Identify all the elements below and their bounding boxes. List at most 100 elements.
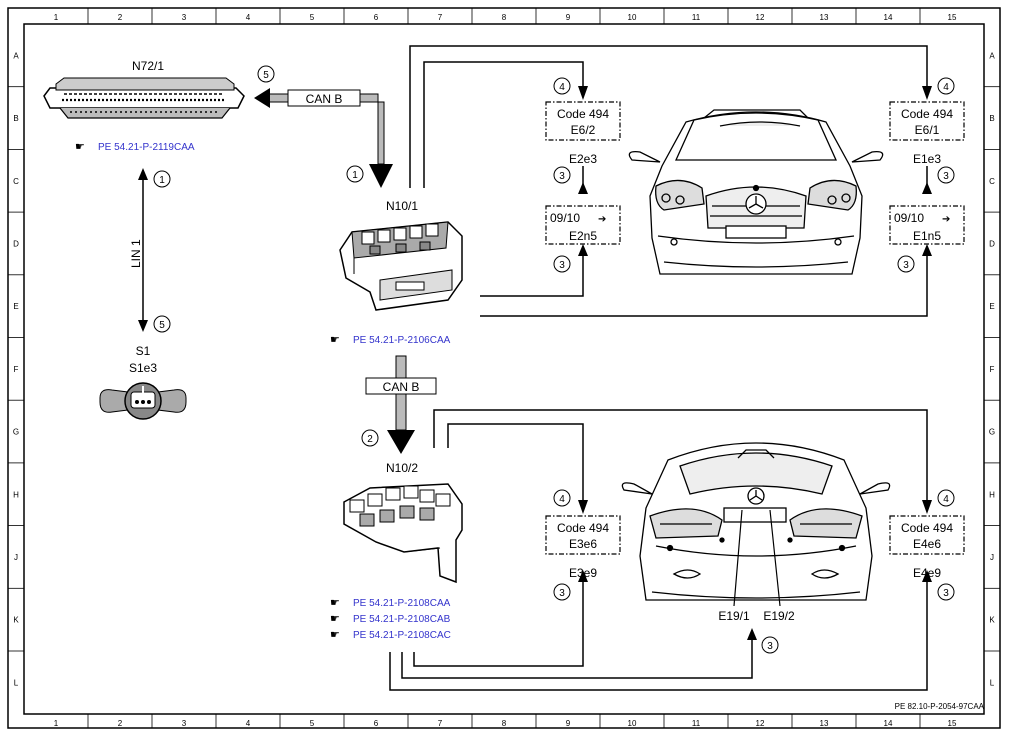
e19-1-label: E19/1 xyxy=(718,609,750,623)
marker-number: 2 xyxy=(367,434,373,445)
e2e3-label: E2e3 xyxy=(569,152,597,166)
pe-link-icon: ☛ xyxy=(330,613,340,625)
box-e6-2-name: E6/2 xyxy=(571,123,596,137)
grid-col-label: 7 xyxy=(438,13,443,22)
grid-col-label: 13 xyxy=(820,719,829,728)
wires-front xyxy=(409,45,928,317)
grid-col-label: 6 xyxy=(374,13,379,22)
box-e1n5-arrow-icon: ➔ xyxy=(942,214,950,225)
marker-circle xyxy=(937,166,955,184)
n72-label: N72/1 xyxy=(132,59,164,73)
box-e6-1 xyxy=(889,101,965,141)
marker-number: 3 xyxy=(559,171,565,182)
marker-number: 5 xyxy=(263,70,269,81)
grid-row-label: J xyxy=(990,553,994,562)
grid-labels: 1122334455667788991010111112121313141415… xyxy=(8,8,1000,728)
pe-link-icon: ☛ xyxy=(75,141,85,153)
marker-circle xyxy=(937,489,955,507)
marker-number: 4 xyxy=(943,494,949,505)
grid-col-label: 8 xyxy=(502,13,507,22)
box-e2n5-arrow-icon: ➔ xyxy=(598,214,606,225)
marker-circle xyxy=(257,65,275,83)
grid-row-label: E xyxy=(13,302,18,311)
marker-circle xyxy=(937,77,955,95)
grid-row-label: L xyxy=(990,678,995,687)
marker-number: 3 xyxy=(559,588,565,599)
marker-number: 5 xyxy=(159,320,165,331)
box-e6-2 xyxy=(545,101,621,141)
marker-number: 1 xyxy=(159,175,165,186)
marker-number: 4 xyxy=(559,82,565,93)
n10-2-ref-link-3[interactable]: PE 54.21-P-2108CAC xyxy=(353,630,451,641)
box-e2n5-date: 09/10 xyxy=(550,211,580,225)
marker-number: 3 xyxy=(943,588,949,599)
grid-col-label: 13 xyxy=(820,13,829,22)
grid-col-label: 10 xyxy=(628,719,637,728)
marker-number: 4 xyxy=(943,82,949,93)
grid-row-label: A xyxy=(13,51,19,60)
marker-circle xyxy=(553,166,571,184)
box-e4e6-name: E4e6 xyxy=(913,537,941,551)
marker-number: 3 xyxy=(559,260,565,271)
marker-circle xyxy=(153,170,171,188)
grid-col-label: 1 xyxy=(54,13,59,22)
grid-row-label: E xyxy=(989,302,994,311)
grid-col-label: 14 xyxy=(884,13,893,22)
box-e2n5 xyxy=(545,205,621,245)
marker-number: 3 xyxy=(903,260,909,271)
n10-2-ref-link-2[interactable]: PE 54.21-P-2108CAB xyxy=(353,614,451,625)
car-rear-image xyxy=(621,442,891,607)
e3e9-label: E3e9 xyxy=(569,566,597,580)
grid-col-label: 1 xyxy=(54,719,59,728)
grid-col-label: 11 xyxy=(692,13,701,22)
box-e3e6-code: Code 494 xyxy=(557,521,609,535)
e4e9-label: E4e9 xyxy=(913,566,941,580)
grid-row-label: F xyxy=(14,365,19,374)
n10-2-ref-link-1[interactable]: PE 54.21-P-2108CAA xyxy=(353,598,451,609)
can-top-arrowhead-down xyxy=(369,164,393,188)
grid-row-label: D xyxy=(989,239,995,248)
grid-col-label: 3 xyxy=(182,719,187,728)
n10-1-ref-link[interactable]: PE 54.21-P-2106CAA xyxy=(353,335,451,346)
footer-code: PE 82.10-P-2054-97CAA xyxy=(895,702,985,711)
box-e2n5-name: E2n5 xyxy=(569,229,597,243)
e19-2-label: E19/2 xyxy=(763,609,795,623)
grid-col-label: 9 xyxy=(566,719,571,728)
grid-col-label: 3 xyxy=(182,13,187,22)
box-e3e6 xyxy=(545,515,621,555)
marker-circle xyxy=(761,636,779,654)
car-front-image xyxy=(628,109,884,275)
can-mid-label: CAN B xyxy=(383,380,420,394)
n10-1-label: N10/1 xyxy=(386,199,418,213)
grid-col-label: 12 xyxy=(756,13,765,22)
grid-row-label: J xyxy=(14,553,18,562)
n72-ref-link[interactable]: PE 54.21-P-2119CAA xyxy=(98,142,195,153)
grid-col-label: 5 xyxy=(310,719,315,728)
grid-row-label: B xyxy=(989,114,994,123)
e1e3-label: E1e3 xyxy=(913,152,941,166)
marker-number: 1 xyxy=(352,170,358,181)
n10-1-module-image xyxy=(339,221,463,311)
s1-switch-image xyxy=(99,382,187,420)
grid-col-label: 2 xyxy=(118,719,123,728)
lin-arrow-down xyxy=(138,320,148,332)
can-top-label: CAN B xyxy=(306,92,343,106)
n10-2-module-image xyxy=(343,483,463,584)
outer-frame xyxy=(7,7,1001,729)
grid-col-label: 14 xyxy=(884,719,893,728)
marker-circle xyxy=(361,429,379,447)
marker-circle xyxy=(153,315,171,333)
grid-col-label: 4 xyxy=(246,719,251,728)
grid-col-label: 5 xyxy=(310,13,315,22)
pe-link-icon: ☛ xyxy=(330,334,340,346)
grid-col-label: 2 xyxy=(118,13,123,22)
lin-label: LIN 1 xyxy=(129,239,143,268)
pe-link-icon: ☛ xyxy=(330,597,340,609)
grid-row-label: G xyxy=(13,428,19,437)
box-e4e6 xyxy=(889,515,965,555)
box-e6-2-code: Code 494 xyxy=(557,107,609,121)
grid-row-label: H xyxy=(989,490,995,499)
n72-control-unit-image xyxy=(43,77,245,119)
